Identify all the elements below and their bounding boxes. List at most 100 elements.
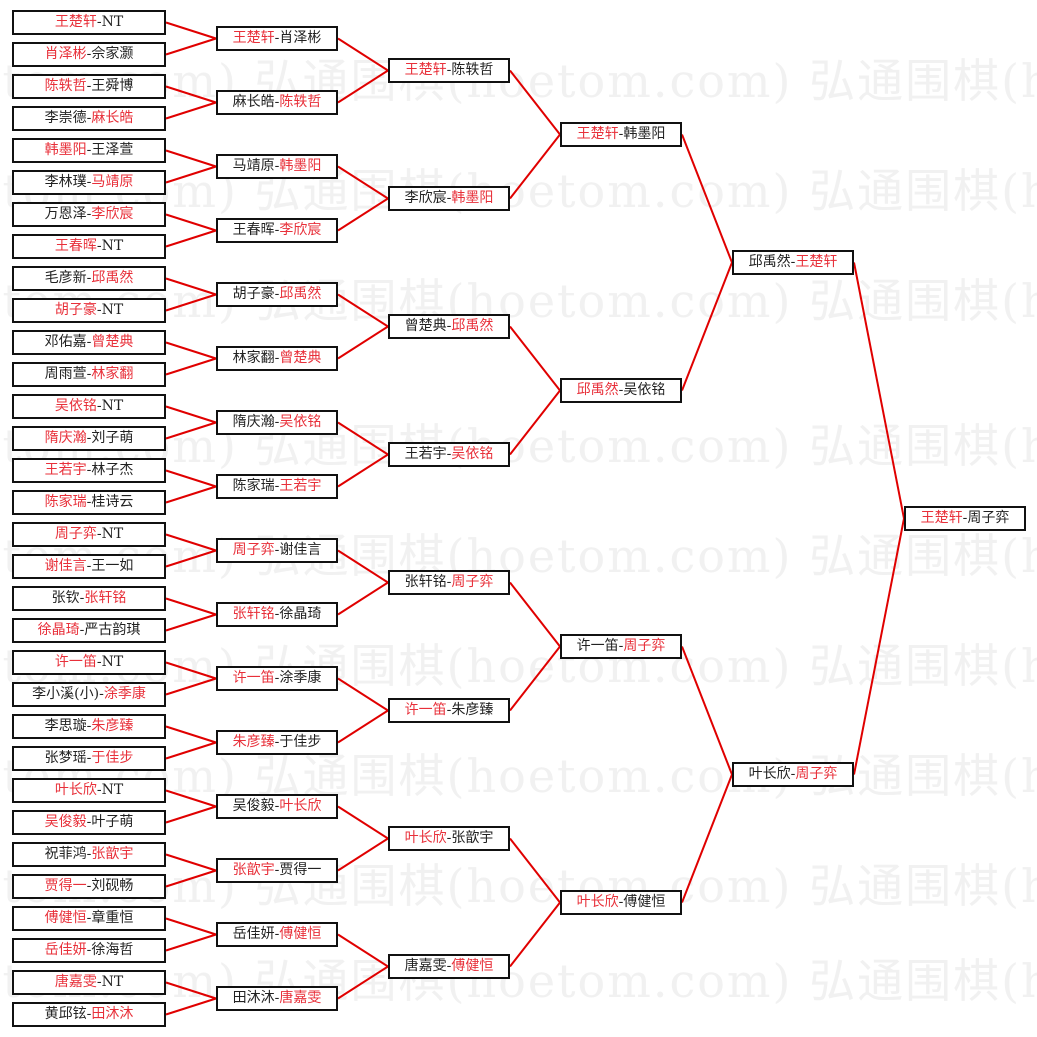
match-box-round-3[interactable]: 张轩铭-周子弈: [388, 570, 510, 595]
match-box-round-2[interactable]: 田沐沐-唐嘉雯: [216, 986, 338, 1011]
connector-line: [165, 933, 217, 952]
match-box-round-1[interactable]: 王楚轩-NT: [12, 10, 166, 35]
match-box-round-2[interactable]: 周子弈-谢佳言: [216, 538, 338, 563]
match-box-round-4[interactable]: 邱禹然-吴依铭: [560, 378, 682, 403]
match-box-round-1[interactable]: 胡子豪-NT: [12, 298, 166, 323]
match-box-round-1[interactable]: 陈家瑞-桂诗云: [12, 490, 166, 515]
match-box-final[interactable]: 王楚轩-周子弈: [904, 506, 1026, 531]
match-box-round-2[interactable]: 吴俊毅-叶长欣: [216, 794, 338, 819]
match-box-round-3[interactable]: 曾楚典-邱禹然: [388, 314, 510, 339]
player-loser: 马靖原: [232, 158, 275, 174]
match-box-round-3[interactable]: 王楚轩-陈轶哲: [388, 58, 510, 83]
match-box-round-1[interactable]: 王若宇-林子杰: [12, 458, 166, 483]
player-loser: NT: [101, 238, 124, 254]
player-loser: NT: [101, 974, 124, 990]
match-box-round-1[interactable]: 傅健恒-章重恒: [12, 906, 166, 931]
player-loser: 祝菲鸿: [44, 846, 87, 862]
player-loser: 吴依铭: [623, 382, 666, 398]
match-box-round-1[interactable]: 周雨萱-林家翻: [12, 362, 166, 387]
player-loser: 周子弈: [967, 510, 1010, 526]
match-box-round-2[interactable]: 王春晖-李欣宸: [216, 218, 338, 243]
match-box-round-1[interactable]: 肖泽彬-佘家灏: [12, 42, 166, 67]
connector-line: [165, 485, 217, 504]
match-box-round-1[interactable]: 王春晖-NT: [12, 234, 166, 259]
player-winner: 曾楚典: [91, 334, 134, 350]
player-loser: NT: [101, 302, 124, 318]
match-box-round-1[interactable]: 隋庆瀚-刘子萌: [12, 426, 166, 451]
separator: -: [86, 206, 92, 222]
match-box-round-2[interactable]: 张歆宇-贾得一: [216, 858, 338, 883]
match-box-round-1[interactable]: 万恩泽-李欣宸: [12, 202, 166, 227]
player-winner: 朱彦臻: [232, 734, 275, 750]
match-box-round-4[interactable]: 许一笛-周子弈: [560, 634, 682, 659]
match-box-round-1[interactable]: 李小溪(小)-涂季康: [12, 682, 166, 707]
match-box-round-1[interactable]: 毛彦新-邱禹然: [12, 266, 166, 291]
match-box-round-2[interactable]: 岳佳妍-傅健恒: [216, 922, 338, 947]
match-box-round-2[interactable]: 陈家瑞-王若宇: [216, 474, 338, 499]
player-loser: 朱彦臻: [451, 702, 494, 718]
match-box-round-3[interactable]: 李欣宸-韩墨阳: [388, 186, 510, 211]
match-box-round-2[interactable]: 隋庆瀚-吴依铭: [216, 410, 338, 435]
player-loser: 林家翻: [232, 350, 275, 366]
match-box-round-5[interactable]: 邱禹然-王楚轩: [732, 250, 854, 275]
match-box-round-1[interactable]: 祝菲鸿-张歆宇: [12, 842, 166, 867]
match-box-round-1[interactable]: 周子弈-NT: [12, 522, 166, 547]
match-box-round-1[interactable]: 张钦-张轩铭: [12, 586, 166, 611]
match-box-round-1[interactable]: 邓佑嘉-曾楚典: [12, 330, 166, 355]
match-box-round-1[interactable]: 吴依铭-NT: [12, 394, 166, 419]
player-loser: 李崇德: [44, 110, 87, 126]
connector-line: [337, 69, 389, 104]
match-box-round-2[interactable]: 林家翻-曾楚典: [216, 346, 338, 371]
match-box-round-1[interactable]: 许一笛-NT: [12, 650, 166, 675]
player-loser: 吴俊毅: [232, 798, 275, 814]
player-loser: 岳佳妍: [232, 926, 275, 942]
connector-line: [165, 101, 217, 120]
connector-line: [337, 549, 389, 584]
match-box-round-2[interactable]: 许一笛-涂季康: [216, 666, 338, 691]
player-winner: 王楚轩: [54, 14, 97, 30]
match-box-round-2[interactable]: 张轩铭-徐晶琦: [216, 602, 338, 627]
player-winner: 王楚轩: [404, 62, 447, 78]
match-box-round-1[interactable]: 韩墨阳-王泽萱: [12, 138, 166, 163]
match-box-round-3[interactable]: 唐嘉雯-傅健恒: [388, 954, 510, 979]
separator: -: [96, 654, 102, 670]
match-box-round-1[interactable]: 李崇德-麻长皓: [12, 106, 166, 131]
match-box-round-2[interactable]: 朱彦臻-于佳步: [216, 730, 338, 755]
match-box-round-1[interactable]: 李思璇-朱彦臻: [12, 714, 166, 739]
separator: -: [274, 862, 280, 878]
connector-line: [337, 165, 389, 200]
match-box-round-1[interactable]: 叶长欣-NT: [12, 778, 166, 803]
match-box-round-3[interactable]: 叶长欣-张歆宇: [388, 826, 510, 851]
separator: -: [86, 366, 92, 382]
match-box-round-4[interactable]: 王楚轩-韩墨阳: [560, 122, 682, 147]
match-box-round-1[interactable]: 陈轶哲-王舜博: [12, 74, 166, 99]
match-box-round-4[interactable]: 叶长欣-傅健恒: [560, 890, 682, 915]
match-box-round-1[interactable]: 贾得一-刘砚畅: [12, 874, 166, 899]
match-box-round-2[interactable]: 麻长皓-陈轶哲: [216, 90, 338, 115]
match-box-round-3[interactable]: 许一笛-朱彦臻: [388, 698, 510, 723]
player-winner: 张歆宇: [91, 846, 134, 862]
match-box-round-1[interactable]: 张梦瑶-于佳步: [12, 746, 166, 771]
player-loser: 叶子萌: [91, 814, 134, 830]
match-box-round-1[interactable]: 岳佳妍-徐海哲: [12, 938, 166, 963]
connector-line: [337, 581, 389, 616]
match-box-round-3[interactable]: 王若宇-吴依铭: [388, 442, 510, 467]
match-box-round-1[interactable]: 吴俊毅-叶子萌: [12, 810, 166, 835]
player-winner: 李欣宸: [91, 206, 134, 222]
match-box-round-2[interactable]: 胡子豪-邱禹然: [216, 282, 338, 307]
match-box-round-2[interactable]: 马靖原-韩墨阳: [216, 154, 338, 179]
match-box-round-1[interactable]: 李林璞-马靖原: [12, 170, 166, 195]
match-box-round-5[interactable]: 叶长欣-周子弈: [732, 762, 854, 787]
match-box-round-2[interactable]: 王楚轩-肖泽彬: [216, 26, 338, 51]
match-box-round-1[interactable]: 徐晶琦-严古韵琪: [12, 618, 166, 643]
match-box-round-1[interactable]: 黄邱铉-田沐沐: [12, 1002, 166, 1027]
connector-line: [165, 213, 217, 232]
player-winner: 于佳步: [91, 750, 134, 766]
match-box-round-1[interactable]: 谢佳言-王一如: [12, 554, 166, 579]
player-loser: 王若宇: [404, 446, 447, 462]
connector-line: [509, 581, 561, 648]
connector-line: [165, 997, 217, 1016]
player-loser: 李小溪(小): [32, 686, 100, 702]
player-loser: 曾楚典: [404, 318, 447, 334]
match-box-round-1[interactable]: 唐嘉雯-NT: [12, 970, 166, 995]
